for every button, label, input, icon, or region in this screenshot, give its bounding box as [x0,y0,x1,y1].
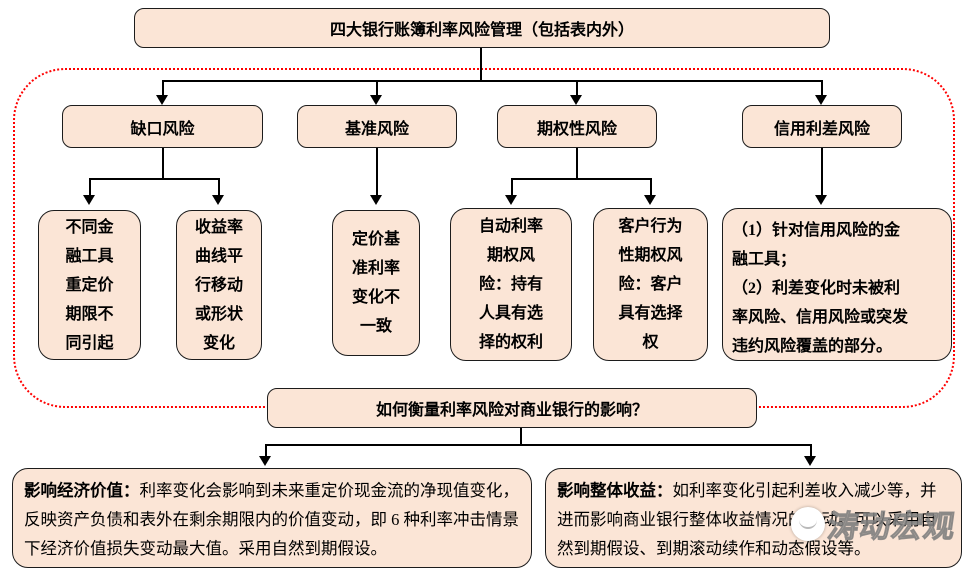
node-impact-economic-value: 影响经济价值：利率变化会影响到未来重定价现金流的净现值变化，反映资产负债和表外在… [12,468,532,568]
impact-economic-value-body: 利率变化会影响到未来重定价现金流的净现值变化，反映资产负债和表外在剩余期限内的价… [24,481,519,558]
arrowhead-down-icon [370,95,382,105]
connector-line [821,80,823,96]
node-credit-spread-detail: （1）针对信用风险的金 融工具； （2）利差变化时未被利 率风险、信用风险或突发… [722,208,952,361]
arrowhead-down-icon [570,95,582,105]
connector-line [511,178,513,196]
connector-line [376,80,378,96]
connector-line [511,178,651,180]
impact-overall-earnings-lead: 影响整体收益： [557,481,673,500]
node-question: 如何衡量利率风险对商业银行的影响？ [267,388,757,428]
arrowhead-down-icon [804,456,816,466]
connector-line [162,80,164,96]
automatic-option-detail-text: 自动利率 期权风 险：持有 人具有选 择的权利 [478,218,543,351]
impact-overall-earnings-body: 如利率变化引起利差收入减少等，并进而影响商业银行整体收益情况的变动。可以采用自然… [557,481,937,558]
node-basis-risk: 基准风险 [297,105,457,148]
gap-detail-instruments-text: 不同金 融工具 重定价 期限不 同引起 [65,218,114,352]
arrowhead-down-icon [815,95,827,105]
arrowhead-down-icon [644,195,656,205]
arrowhead-down-icon [212,195,224,205]
connector-line [480,48,482,80]
node-gap-detail-yield-curve: 收益率 曲线平 行移动 或形状 变化 [176,210,262,360]
basis-detail-text: 定价基 准利率 变化不 一致 [351,231,400,335]
gap-detail-yield-curve-text: 收益率 曲线平 行移动 或形状 变化 [194,218,243,352]
node-automatic-option-detail: 自动利率 期权风 险：持有 人具有选 择的权利 [450,208,572,361]
connector-line [376,148,378,196]
connector-line [163,80,823,82]
arrowhead-down-icon [505,195,517,205]
gap-risk-label: 缺口风险 [130,120,195,138]
connector-line [162,148,164,178]
behavioral-option-detail-text: 客户行为 性期权风 险：客户 具有选择 权 [618,218,683,351]
credit-spread-detail-text: （1）针对信用风险的金 融工具； （2）利差变化时未被利 率风险、信用风险或突发… [732,222,909,355]
optionality-risk-label: 期权性风险 [536,120,617,138]
node-optionality-risk: 期权性风险 [497,105,657,148]
connector-line [218,178,220,196]
node-behavioral-option-detail: 客户行为 性期权风 险：客户 具有选择 权 [593,208,708,361]
connector-line [821,148,823,196]
node-gap-detail-instruments: 不同金 融工具 重定价 期限不 同引起 [38,210,141,360]
arrowhead-down-icon [259,456,271,466]
arrowhead-down-icon [83,195,95,205]
arrowhead-down-icon [370,195,382,205]
arrowhead-down-icon [815,195,827,205]
watermark-logo-icon [791,506,825,541]
connector-line [576,80,578,96]
connector-line [89,178,91,196]
node-impact-overall-earnings: 影响整体收益：如利率变化引起利差收入减少等，并进而影响商业银行整体收益情况的变动… [545,468,962,568]
arrowhead-down-icon [156,95,168,105]
connector-line [650,178,652,196]
node-root-title: 四大银行账簿利率风险管理（包括表内外） [134,8,830,48]
connector-line [576,148,578,178]
connector-line [265,444,811,446]
question-label: 如何衡量利率风险对商业银行的影响？ [375,402,648,419]
watermark-text: 涛动宏观 [825,509,959,545]
connector-line [265,444,267,457]
credit-spread-risk-label: 信用利差风险 [773,120,870,138]
root-title-label: 四大银行账簿利率风险管理（包括表内外） [329,22,634,39]
connector-line [520,428,522,444]
node-gap-risk: 缺口风险 [62,105,263,148]
watermark: 涛动宏观 [791,501,959,546]
basis-risk-label: 基准风险 [344,120,409,138]
impact-economic-value-lead: 影响经济价值： [24,481,140,500]
node-credit-spread-risk: 信用利差风险 [742,105,902,148]
connector-line [89,178,219,180]
connector-line [810,444,812,457]
node-basis-detail: 定价基 准利率 变化不 一致 [332,210,420,356]
